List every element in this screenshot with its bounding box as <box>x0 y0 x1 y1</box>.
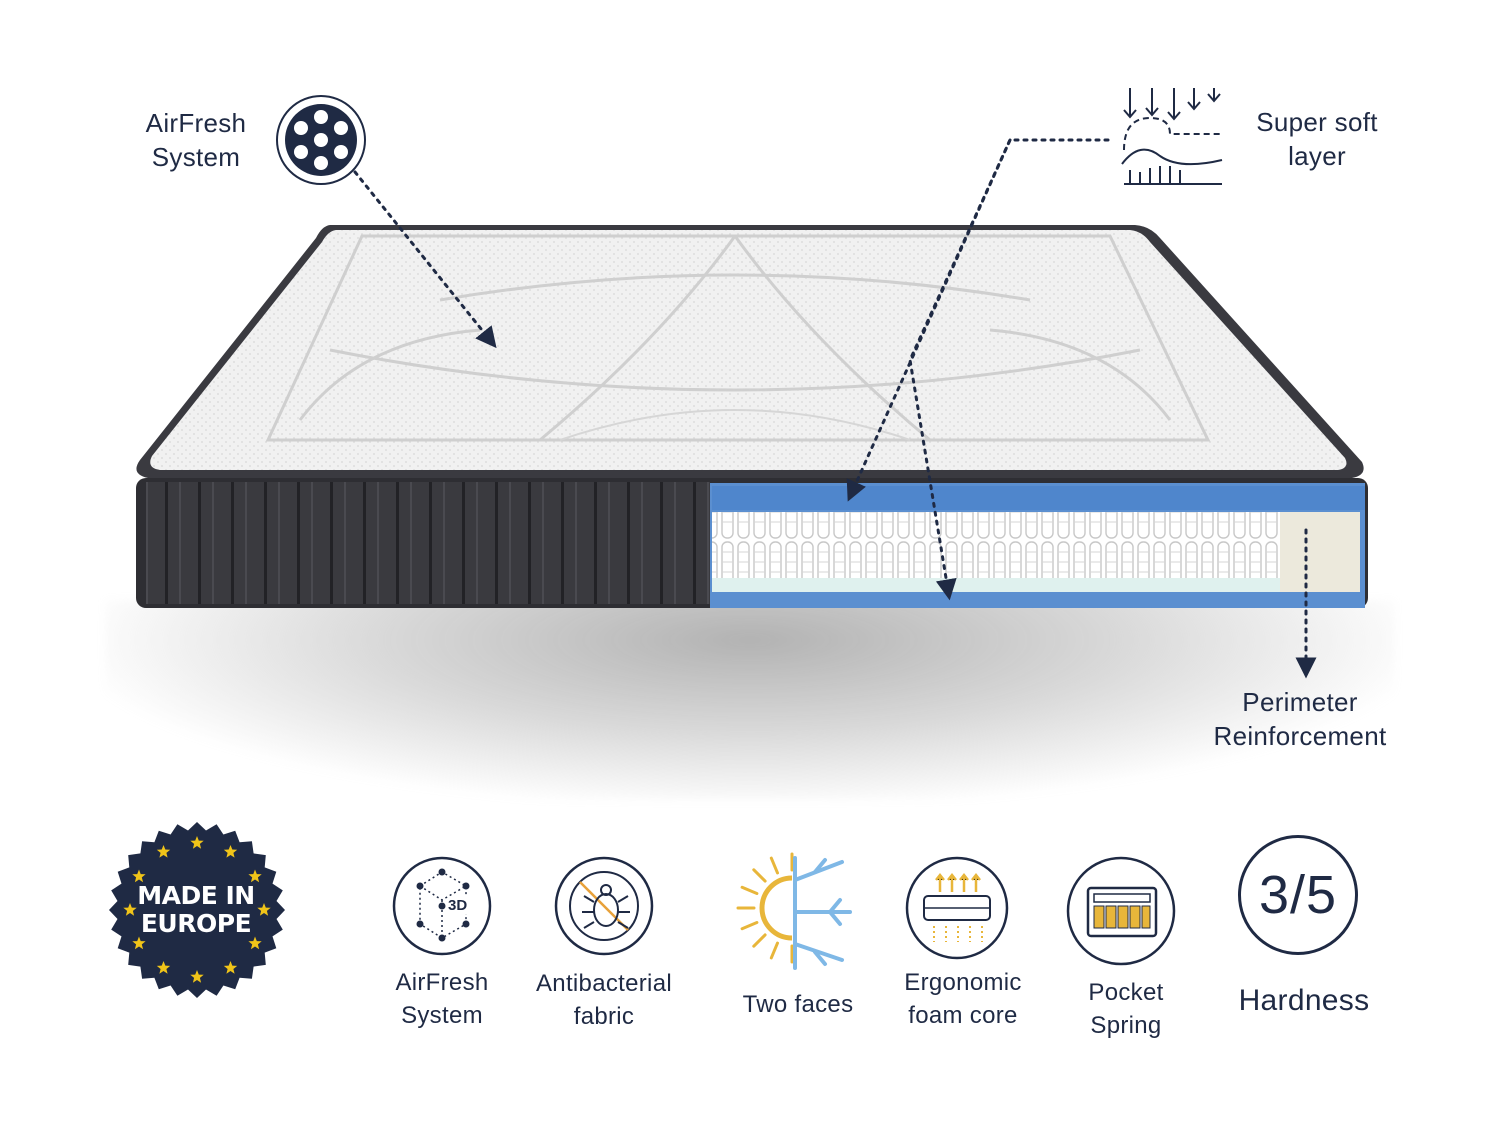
soft-layer-callout-icon <box>1121 88 1223 185</box>
mattress-side <box>136 478 1368 608</box>
sun-ray <box>769 856 779 875</box>
star-icon <box>223 961 238 974</box>
bug-icon <box>554 856 654 956</box>
feature-label-pocket-spring: Pocket Spring <box>1088 979 1164 1039</box>
feature-label-antibacterial: Antibacterial fabric <box>536 970 672 1030</box>
sun-ray <box>740 885 759 895</box>
hardness-rating: 3/5 <box>1238 835 1358 955</box>
sun-snowflake-icon <box>736 850 862 975</box>
star-icon <box>248 869 262 883</box>
pocket-spring-icon <box>1066 856 1176 966</box>
star-icon <box>223 845 238 858</box>
sun-ray <box>769 941 779 960</box>
perimeter-block <box>1280 512 1360 594</box>
made-in-europe-badge <box>109 822 285 998</box>
heat-foam-icon <box>905 856 1009 960</box>
hardness-label: Hardness <box>1238 984 1370 1017</box>
feature-label-foam-core: Ergonomic foam core <box>904 969 1022 1029</box>
pocket-springs <box>712 512 1280 580</box>
star-icon <box>248 936 262 950</box>
mattress-top <box>136 225 1364 478</box>
star-icon <box>156 845 171 858</box>
star-icon <box>132 936 146 950</box>
feature-label-two-faces: Two faces <box>742 991 854 1018</box>
airfresh-callout-icon <box>276 95 366 185</box>
star-icon <box>190 836 204 849</box>
star-icon <box>156 961 171 974</box>
star-icon <box>190 970 204 983</box>
feature-label-airfresh: AirFresh System <box>395 969 489 1029</box>
perimeter-callout-label: Perimeter Reinforcement <box>1213 687 1387 751</box>
sun-ray <box>752 868 767 883</box>
star-icon <box>132 869 146 883</box>
3d-badge: 3D <box>448 897 468 914</box>
star-icon <box>257 903 271 916</box>
sun-ray <box>752 933 767 948</box>
super-soft-callout-label: Super soft layer <box>1256 107 1378 171</box>
made-in-europe-text: MADE IN EUROPE <box>137 881 255 938</box>
star-icon <box>123 903 137 916</box>
airfresh-callout-label: AirFresh System <box>145 108 247 172</box>
mattress-shadow <box>105 600 1395 800</box>
3d-mesh-icon <box>392 856 492 956</box>
sun-ray <box>740 921 759 931</box>
leader-lines <box>353 138 1317 679</box>
